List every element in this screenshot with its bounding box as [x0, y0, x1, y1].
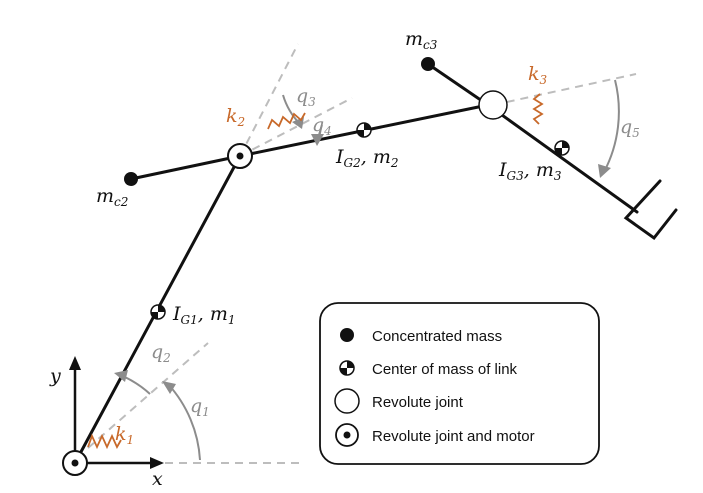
- axis-y-label: y: [49, 365, 61, 387]
- link-3: [486, 103, 639, 214]
- label-q1: q1: [190, 395, 210, 419]
- label-k2: k2: [226, 105, 245, 129]
- label-ig1-m1: IG1, m1: [172, 303, 236, 327]
- y-axis-arrowhead-icon: [69, 356, 81, 370]
- com-symbol-g3-icon: [554, 140, 570, 156]
- joint-base: [62, 450, 88, 476]
- gripper-icon: [623, 179, 678, 241]
- legend-box: [319, 302, 600, 465]
- legend-item-center-of-mass: Center of mass of link: [339, 360, 518, 378]
- concentrated-mass-mc2-icon: [124, 172, 138, 186]
- spring-k3-icon: [532, 93, 544, 125]
- q5-arrowhead-icon: [598, 164, 611, 178]
- joint-motor-icon: [335, 423, 359, 447]
- legend-label-revolute-joint: Revolute joint: [372, 394, 464, 411]
- com-symbol-icon: [339, 360, 355, 376]
- link2-extension-line: [492, 73, 637, 106]
- concentrated-mass-mc3-icon: [421, 57, 435, 71]
- label-q4: q4: [312, 114, 332, 138]
- q5-arc: [603, 79, 620, 173]
- spring-k2-icon: [267, 112, 306, 130]
- label-q3: q3: [296, 85, 316, 109]
- legend-item-revolute-joint-motor: Revolute joint and motor: [335, 423, 535, 447]
- revolute-joint-icon: [478, 90, 508, 120]
- label-ig2-m2: IG2, m2: [335, 146, 399, 170]
- link-2-stub: [129, 154, 242, 181]
- filled-dot-icon: [340, 328, 354, 342]
- joint-2: [227, 143, 253, 169]
- q4-arrowhead-icon: [311, 134, 324, 146]
- legend-item-concentrated-mass: Concentrated mass: [340, 328, 502, 345]
- spring-k1-icon: [87, 433, 122, 450]
- axis-x-label: x: [152, 468, 163, 490]
- legend-label-revolute-joint-motor: Revolute joint and motor: [372, 428, 535, 445]
- label-k1: k1: [115, 423, 134, 447]
- legend: Concentrated mass Center of mass of link…: [319, 302, 600, 465]
- label-k3: k3: [528, 63, 548, 87]
- q2-arrowhead-icon: [114, 370, 128, 382]
- link1-direction-line: [87, 342, 209, 449]
- x-axis-arrowhead-icon: [150, 457, 164, 469]
- label-mc3: mc3: [405, 28, 438, 52]
- label-q2: q2: [151, 341, 171, 365]
- q1-arrowhead-icon: [162, 381, 176, 394]
- reference-lines: [87, 43, 637, 464]
- com-symbol-g2-icon: [356, 122, 372, 138]
- springs: [87, 93, 544, 450]
- legend-label-concentrated-mass: Concentrated mass: [372, 328, 502, 345]
- com-symbol-g1-icon: [150, 304, 166, 320]
- link-3-stub: [426, 62, 490, 107]
- legend-label-center-of-mass: Center of mass of link: [372, 361, 518, 378]
- label-ig3-m3: IG3, m3: [498, 159, 562, 183]
- spring2-reference-line: [239, 97, 353, 157]
- q1-arc: [167, 383, 201, 461]
- label-q5: q5: [620, 116, 640, 140]
- legend-item-revolute-joint: Revolute joint: [334, 388, 464, 414]
- open-circle-icon: [334, 388, 360, 414]
- label-mc2: mc2: [96, 185, 128, 209]
- angle-arrowheads: [114, 117, 611, 394]
- link1-extension-line: [239, 43, 299, 157]
